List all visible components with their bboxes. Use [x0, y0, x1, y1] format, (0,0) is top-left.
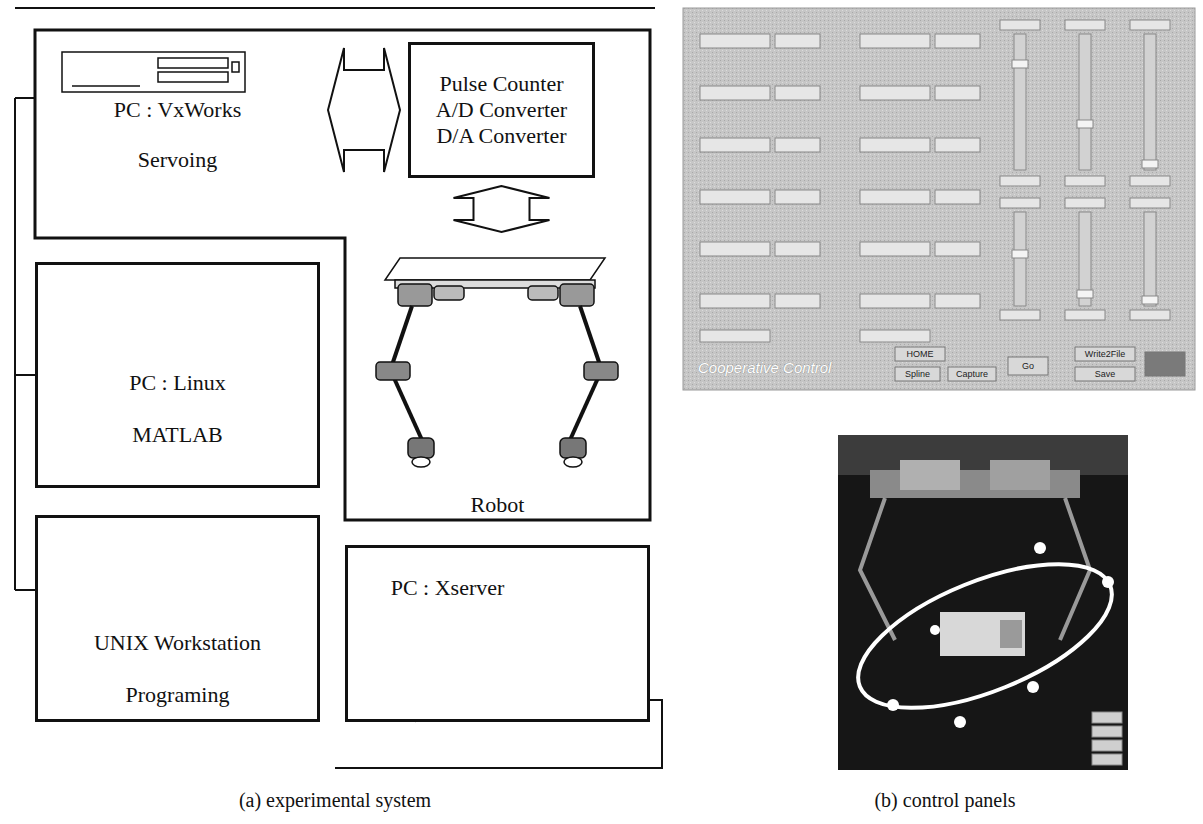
desktop-pc-icon — [62, 52, 245, 92]
button-label: Save — [1075, 367, 1135, 381]
control-panel-screenshot — [683, 8, 1195, 390]
node-title: Robot — [471, 492, 525, 518]
robot-region: Robot — [345, 240, 650, 520]
button-label: Write2File — [1075, 347, 1135, 361]
node-title: UNIX Workstation — [94, 630, 261, 656]
xserver-box: PC : Xserver — [345, 545, 650, 722]
caption: (b) control panels — [795, 788, 1095, 812]
node-title: Pulse Counter A/D Converter D/A Converte… — [427, 71, 576, 149]
workstation-box: UNIX WorkstationPrograming — [35, 515, 320, 722]
robot-photo — [838, 435, 1131, 770]
servo-region-outline — [35, 30, 650, 520]
interface-box: Pulse Counter A/D Converter D/A Converte… — [408, 42, 595, 178]
button-label: Spline — [895, 367, 940, 381]
node-title: PC : VxWorks — [114, 97, 241, 123]
node-title: PC : Linux — [129, 370, 226, 396]
node-title: PC : Xserver — [391, 575, 505, 601]
node-subtitle: MATLAB — [132, 422, 222, 448]
node-subtitle: Programing — [126, 682, 230, 708]
button-label: HOME — [895, 347, 945, 361]
node-subtitle: Servoing — [138, 147, 217, 173]
double-arrow — [328, 48, 400, 172]
pc-region: PC : VxWorksServoing — [35, 30, 320, 238]
pc-box: PC : LinuxMATLAB — [35, 262, 320, 488]
caption: (a) experimental system — [185, 788, 485, 812]
robot-illustration — [376, 258, 618, 467]
double-arrow — [454, 186, 550, 232]
panel-title: Cooperative Control — [698, 359, 878, 377]
button-label: Capture — [948, 367, 996, 381]
network-wire — [15, 8, 662, 768]
button-label: Go — [1008, 359, 1048, 373]
